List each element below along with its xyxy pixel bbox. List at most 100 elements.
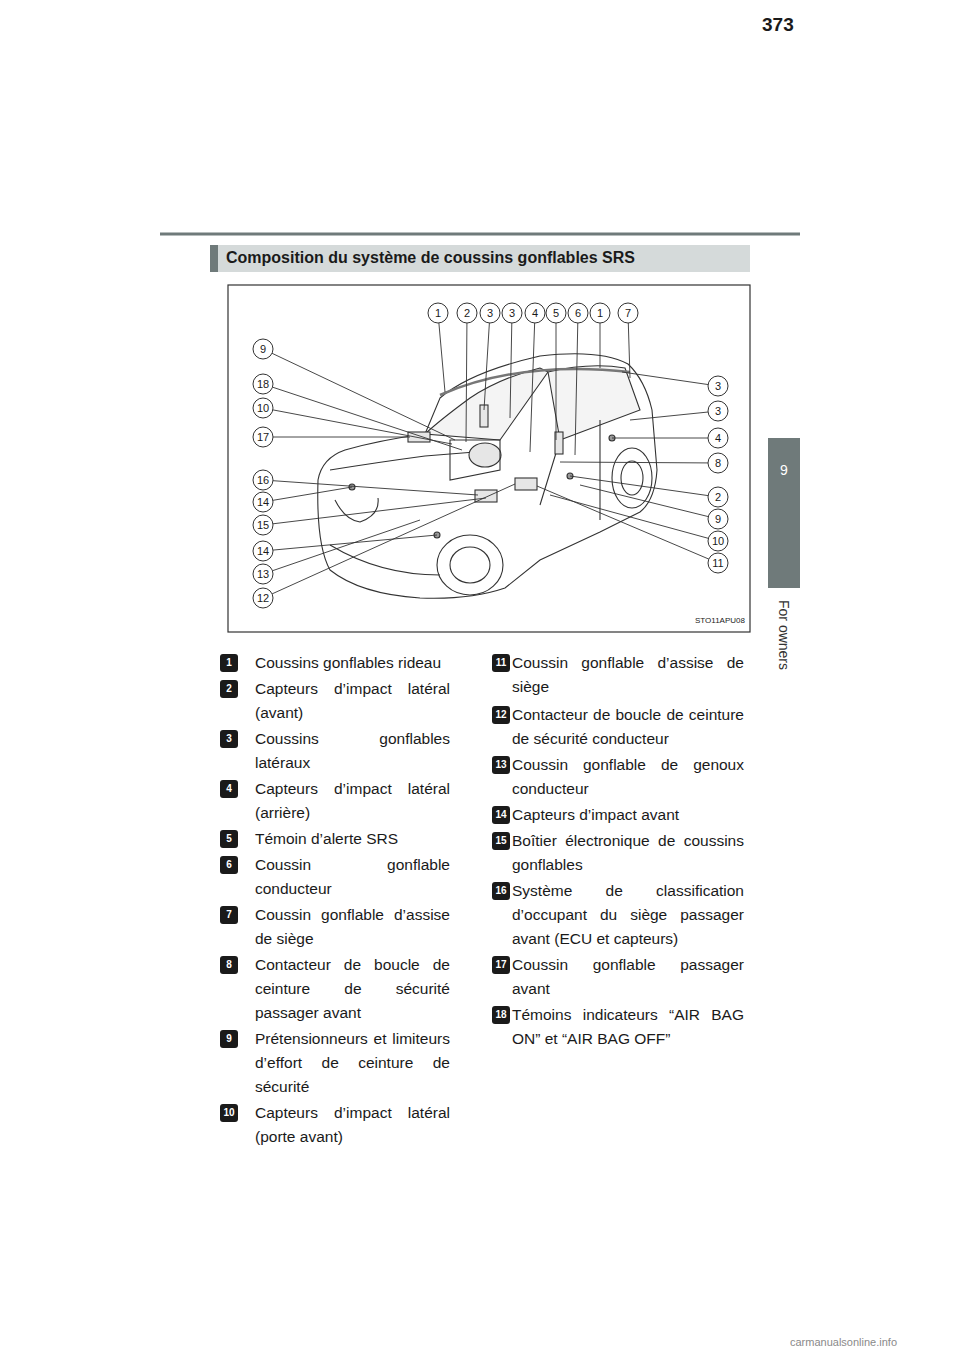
- legend-text: Témoin d’alerte SRS: [255, 827, 450, 851]
- legend-number: 14: [492, 806, 510, 824]
- leader-line: [273, 437, 410, 438]
- chapter-number: 9: [768, 438, 800, 478]
- leader-line: [272, 484, 515, 594]
- callout-number: 8: [706, 455, 730, 471]
- car-illustration: [318, 354, 657, 599]
- callout-number: 13: [251, 566, 275, 582]
- callout-number: 16: [251, 472, 275, 488]
- callout-number: 17: [251, 429, 275, 445]
- legend-text: Coussin gonflable d’assise de siège: [255, 903, 450, 951]
- leader-line: [510, 323, 512, 418]
- rule-line: [160, 233, 800, 236]
- legend-number: 3: [220, 730, 238, 748]
- rear-wheel: [612, 448, 652, 508]
- watermark: carmanualsonline.info: [790, 1336, 897, 1348]
- chapter-tab: 9: [768, 438, 800, 588]
- heading-band: [210, 245, 750, 272]
- callout-number: 3: [478, 305, 502, 321]
- leader-line: [273, 498, 486, 524]
- callout-number: 10: [706, 533, 730, 549]
- legend-text: Capteurs d’impact avant: [512, 803, 744, 827]
- legend-number: 4: [220, 780, 238, 798]
- leader-line: [575, 323, 578, 455]
- front-wheel: [437, 535, 503, 595]
- leader-line: [272, 520, 420, 571]
- leader-line: [570, 476, 708, 496]
- callout-number: 2: [706, 489, 730, 505]
- legend-text: Coussins gonflables rideau: [255, 651, 450, 675]
- heading-bar: [210, 245, 218, 272]
- callout-number: 18: [251, 376, 275, 392]
- callout-number: 10: [251, 400, 275, 416]
- legend-number: 7: [220, 906, 238, 924]
- legend-text: Boîtier électronique de coussins gonflab…: [512, 829, 744, 877]
- legend-number: 10: [220, 1104, 238, 1122]
- legend-number: 2: [220, 680, 238, 698]
- legend-text: Coussin gonflable d’assise de siège: [512, 651, 744, 699]
- side-window: [548, 366, 640, 440]
- leader-line: [556, 323, 557, 440]
- leader-line: [630, 412, 708, 420]
- callout-number: 12: [251, 590, 275, 606]
- rear-hub: [621, 461, 643, 495]
- legend-number: 1: [220, 654, 238, 672]
- legend-text: Capteurs d’impact latéral (avant): [255, 677, 450, 725]
- leader-line: [439, 323, 445, 392]
- leader-line: [600, 323, 601, 368]
- callout-number: 3: [706, 403, 730, 419]
- leader-line: [537, 486, 709, 559]
- leader-line: [622, 372, 708, 385]
- leader-line: [272, 387, 462, 450]
- legend-text: Capteurs d’impact latéral (porte avant): [255, 1101, 450, 1149]
- leader-line: [530, 323, 535, 452]
- curtain-airbag: [440, 369, 630, 395]
- door-line: [540, 420, 600, 520]
- legend-number: 6: [220, 856, 238, 874]
- callout-number: 1: [426, 305, 450, 321]
- callout-number: 11: [706, 555, 730, 571]
- leader-line: [484, 323, 489, 410]
- legend-text: Coussins gonflables latéraux: [255, 727, 450, 775]
- legend-text: Prétensionneurs et limiteurs d’effort de…: [255, 1027, 450, 1099]
- legend-number: 17: [492, 956, 510, 974]
- legend-text: Capteurs d’impact latéral (arrière): [255, 777, 450, 825]
- legend-number: 13: [492, 756, 510, 774]
- leader-line: [273, 410, 452, 444]
- legend-number: 16: [492, 882, 510, 900]
- car-body: [318, 354, 657, 599]
- figure-frame: [228, 285, 750, 632]
- steering-wheel: [469, 443, 501, 467]
- callout-number: 7: [616, 305, 640, 321]
- callout-number: 1: [588, 305, 612, 321]
- section-name: For owners: [776, 600, 792, 670]
- headlight: [335, 498, 378, 522]
- legend-number: 11: [492, 654, 510, 672]
- leader-line: [580, 485, 708, 517]
- callout-number: 9: [706, 511, 730, 527]
- callout-number: 4: [523, 305, 547, 321]
- legend-text: Coussin gonflable passager avant: [512, 953, 744, 1001]
- leader-line: [466, 323, 468, 442]
- side-tab: [768, 438, 800, 588]
- legend-text: Contacteur de boucle de ceinture de sécu…: [255, 953, 450, 1025]
- seat: [450, 440, 500, 480]
- section-heading: Composition du système de coussins gonfl…: [226, 249, 635, 267]
- callout-number: 6: [566, 305, 590, 321]
- legend-number: 8: [220, 956, 238, 974]
- leader-line: [273, 487, 352, 500]
- leader-line: [273, 481, 478, 495]
- leader-line: [628, 323, 630, 378]
- callout-number: 15: [251, 517, 275, 533]
- callout-number: 4: [706, 430, 730, 446]
- callout-number: 14: [251, 543, 275, 559]
- callout-number: 3: [500, 305, 524, 321]
- front-hub: [450, 547, 490, 583]
- leader-line: [560, 462, 708, 464]
- callout-number: 9: [251, 341, 275, 357]
- callout-number: 3: [706, 378, 730, 394]
- legend-text: Coussin gonflable conducteur: [255, 853, 450, 901]
- legend-text: Contacteur de boucle de ceinture de sécu…: [512, 703, 744, 751]
- legend-text: Témoins indicateurs “AIR BAG ON” et “AIR…: [512, 1003, 744, 1051]
